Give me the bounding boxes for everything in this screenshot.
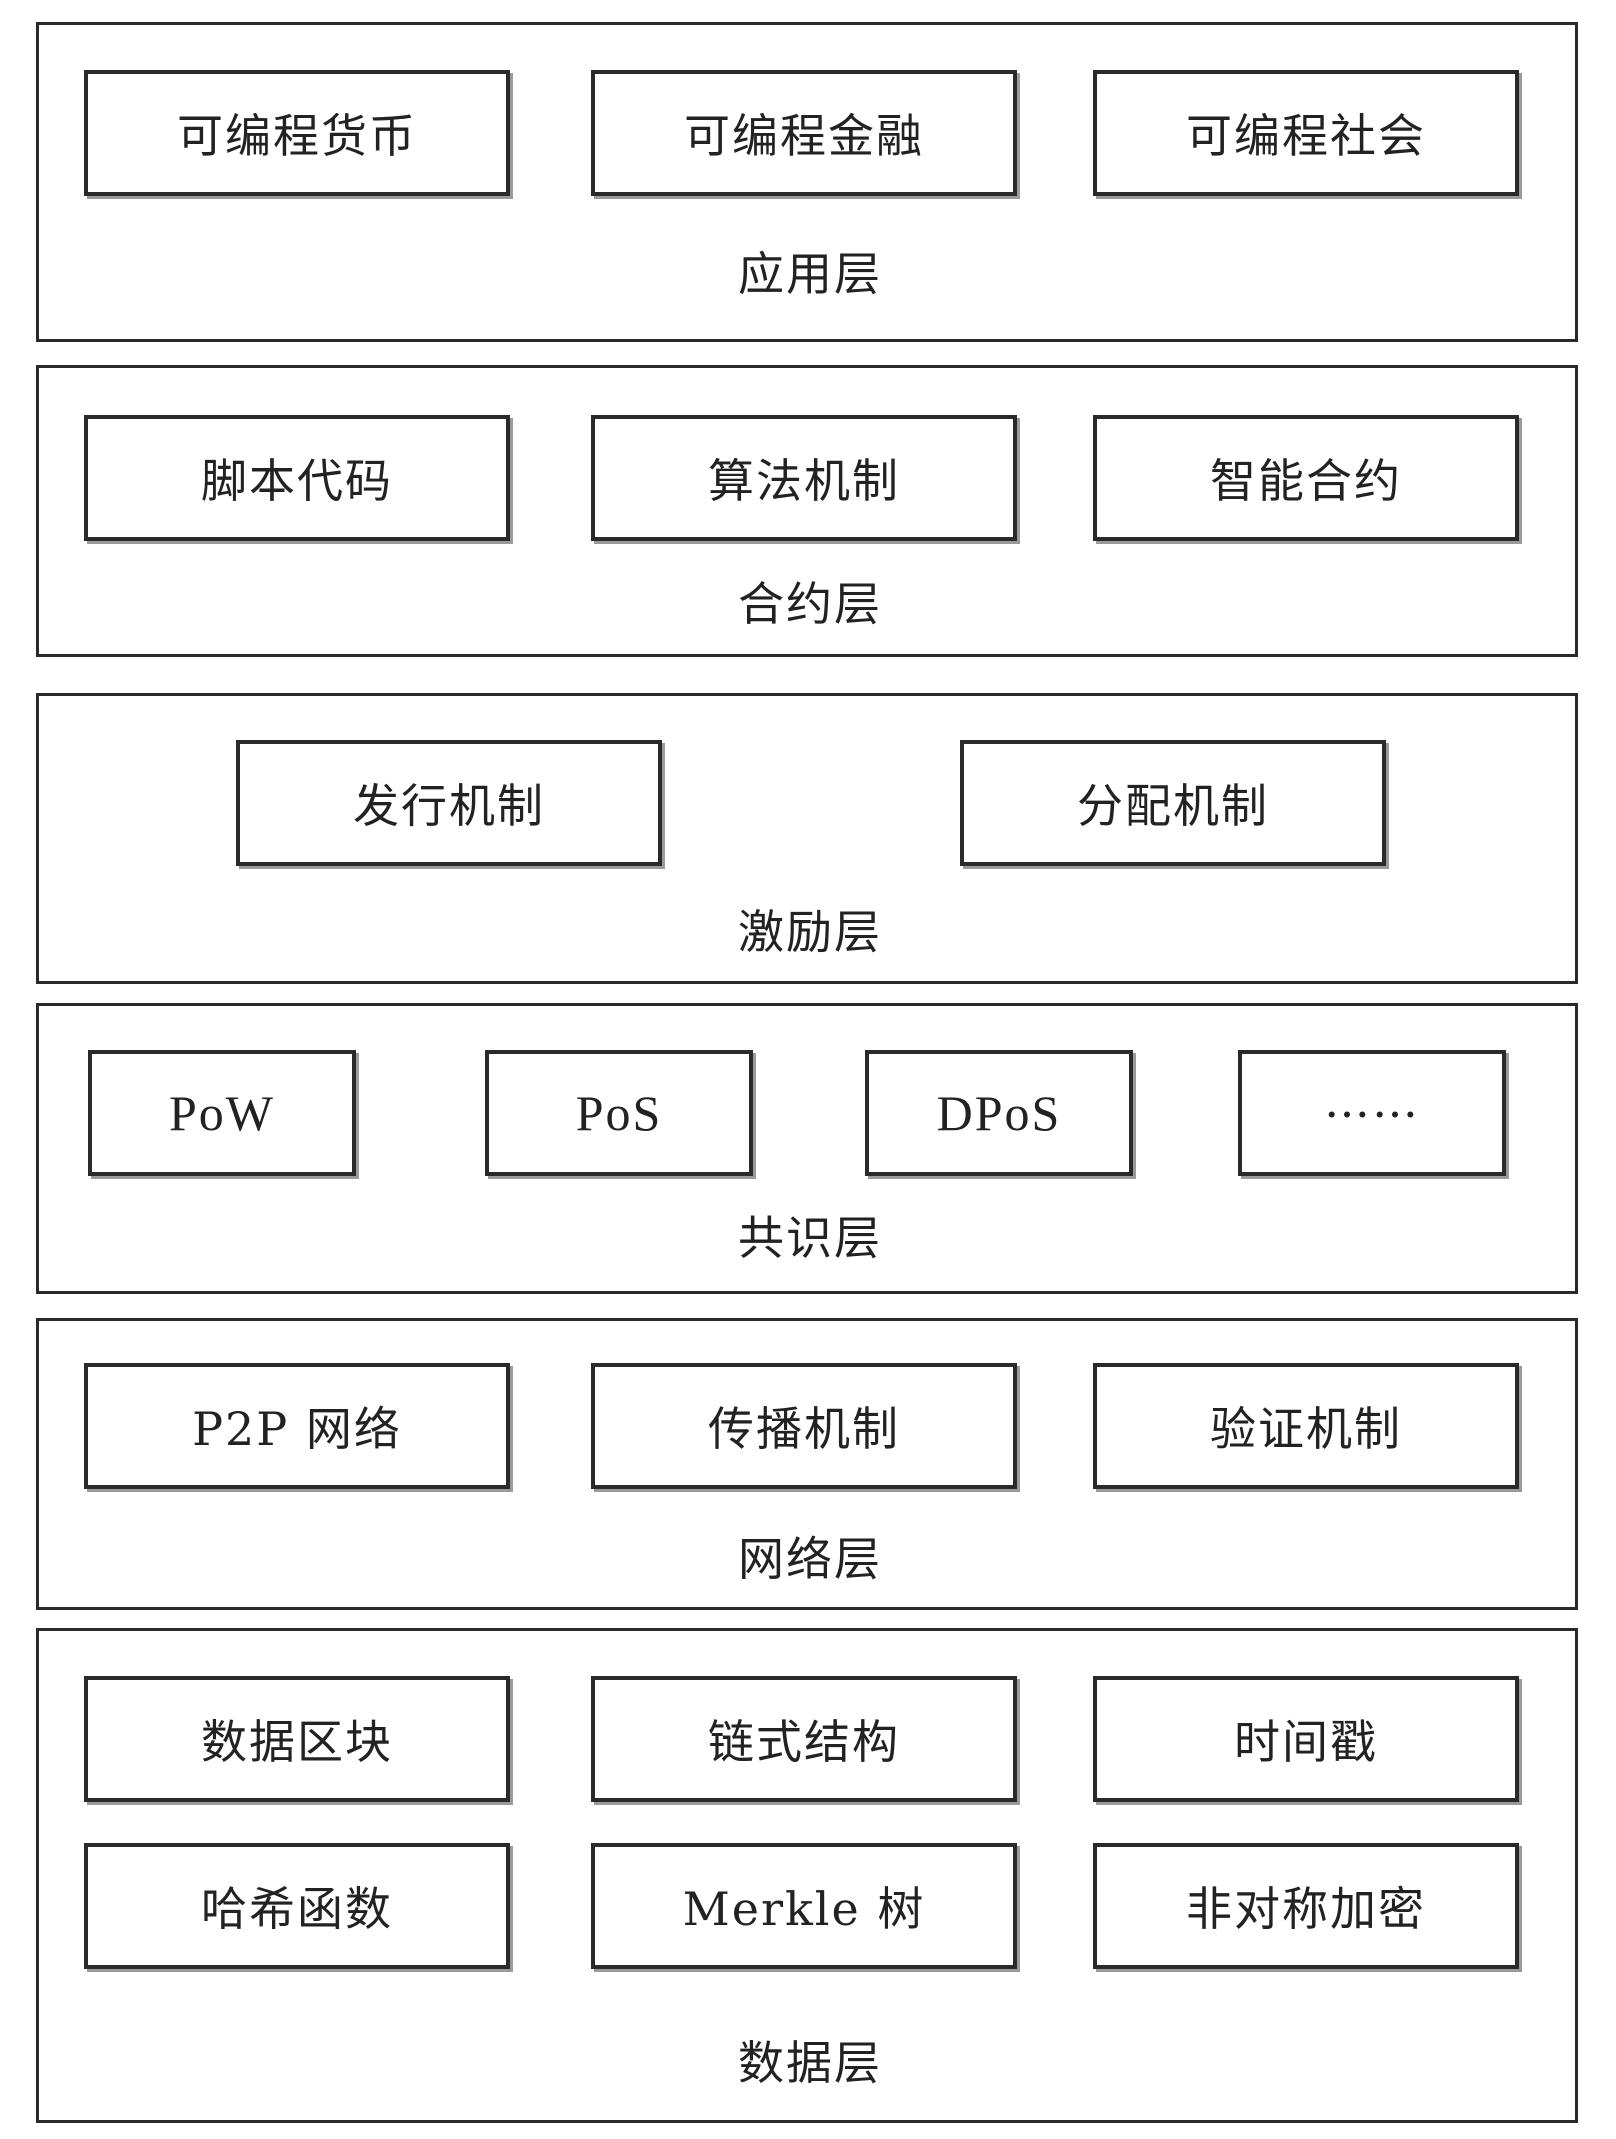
consensus-layer-label: 共识层 [738, 1211, 882, 1265]
merkle-tree-label: Merkle 树 [682, 1882, 926, 1936]
contract-layer-label: 合约层 [738, 577, 882, 631]
distribution-mechanism-label: 分配机制 [1077, 779, 1269, 833]
chain-structure-label: 链式结构 [708, 1715, 900, 1769]
hash-function-label: 哈希函数 [201, 1882, 393, 1936]
more-label: …… [1324, 1074, 1420, 1128]
timestamp-box: 时间戳 [1093, 1676, 1519, 1802]
pow-box: PoW [88, 1050, 356, 1176]
pos-label: PoS [575, 1085, 663, 1141]
contract-layer: 脚本代码 算法机制 智能合约 合约层 [36, 365, 1578, 657]
verification-mechanism-box: 验证机制 [1093, 1363, 1519, 1489]
programmable-currency-label: 可编程货币 [177, 109, 417, 163]
timestamp-label: 时间戳 [1234, 1715, 1378, 1769]
more-box: …… [1238, 1050, 1506, 1176]
smart-contract-label: 智能合约 [1210, 454, 1402, 508]
incentive-layer: 发行机制 分配机制 激励层 [36, 693, 1578, 984]
pos-box: PoS [485, 1050, 753, 1176]
incentive-layer-label: 激励层 [738, 905, 882, 959]
asymmetric-encryption-label: 非对称加密 [1186, 1882, 1426, 1936]
issuance-mechanism-label: 发行机制 [353, 779, 545, 833]
algorithm-mechanism-label: 算法机制 [708, 454, 900, 508]
p2p-network-label: P2P 网络 [192, 1402, 402, 1456]
programmable-society-box: 可编程社会 [1093, 70, 1519, 196]
script-code-box: 脚本代码 [84, 415, 510, 541]
hash-function-box: 哈希函数 [84, 1843, 510, 1969]
dpos-label: DPoS [936, 1085, 1062, 1141]
data-block-label: 数据区块 [201, 1715, 393, 1769]
script-code-label: 脚本代码 [201, 454, 393, 508]
programmable-finance-box: 可编程金融 [591, 70, 1017, 196]
data-layer-label: 数据层 [738, 2036, 882, 2090]
programmable-currency-box: 可编程货币 [84, 70, 510, 196]
algorithm-mechanism-box: 算法机制 [591, 415, 1017, 541]
distribution-mechanism-box: 分配机制 [960, 740, 1386, 866]
programmable-society-label: 可编程社会 [1186, 109, 1426, 163]
network-layer: P2P 网络 传播机制 验证机制 网络层 [36, 1318, 1578, 1610]
merkle-tree-box: Merkle 树 [591, 1843, 1017, 1969]
data-layer: 数据区块 链式结构 时间戳 哈希函数 Merkle 树 非对称加密 数据层 [36, 1628, 1578, 2123]
smart-contract-box: 智能合约 [1093, 415, 1519, 541]
data-block-box: 数据区块 [84, 1676, 510, 1802]
consensus-layer: PoW PoS DPoS …… 共识层 [36, 1003, 1578, 1294]
application-layer-label: 应用层 [738, 247, 882, 301]
propagation-mechanism-label: 传播机制 [708, 1402, 900, 1456]
dpos-box: DPoS [865, 1050, 1133, 1176]
application-layer: 可编程货币 可编程金融 可编程社会 应用层 [36, 22, 1578, 342]
p2p-network-box: P2P 网络 [84, 1363, 510, 1489]
issuance-mechanism-box: 发行机制 [236, 740, 662, 866]
programmable-finance-label: 可编程金融 [684, 109, 924, 163]
network-layer-label: 网络层 [738, 1532, 882, 1586]
chain-structure-box: 链式结构 [591, 1676, 1017, 1802]
pow-label: PoW [169, 1085, 275, 1141]
verification-mechanism-label: 验证机制 [1210, 1402, 1402, 1456]
asymmetric-encryption-box: 非对称加密 [1093, 1843, 1519, 1969]
propagation-mechanism-box: 传播机制 [591, 1363, 1017, 1489]
